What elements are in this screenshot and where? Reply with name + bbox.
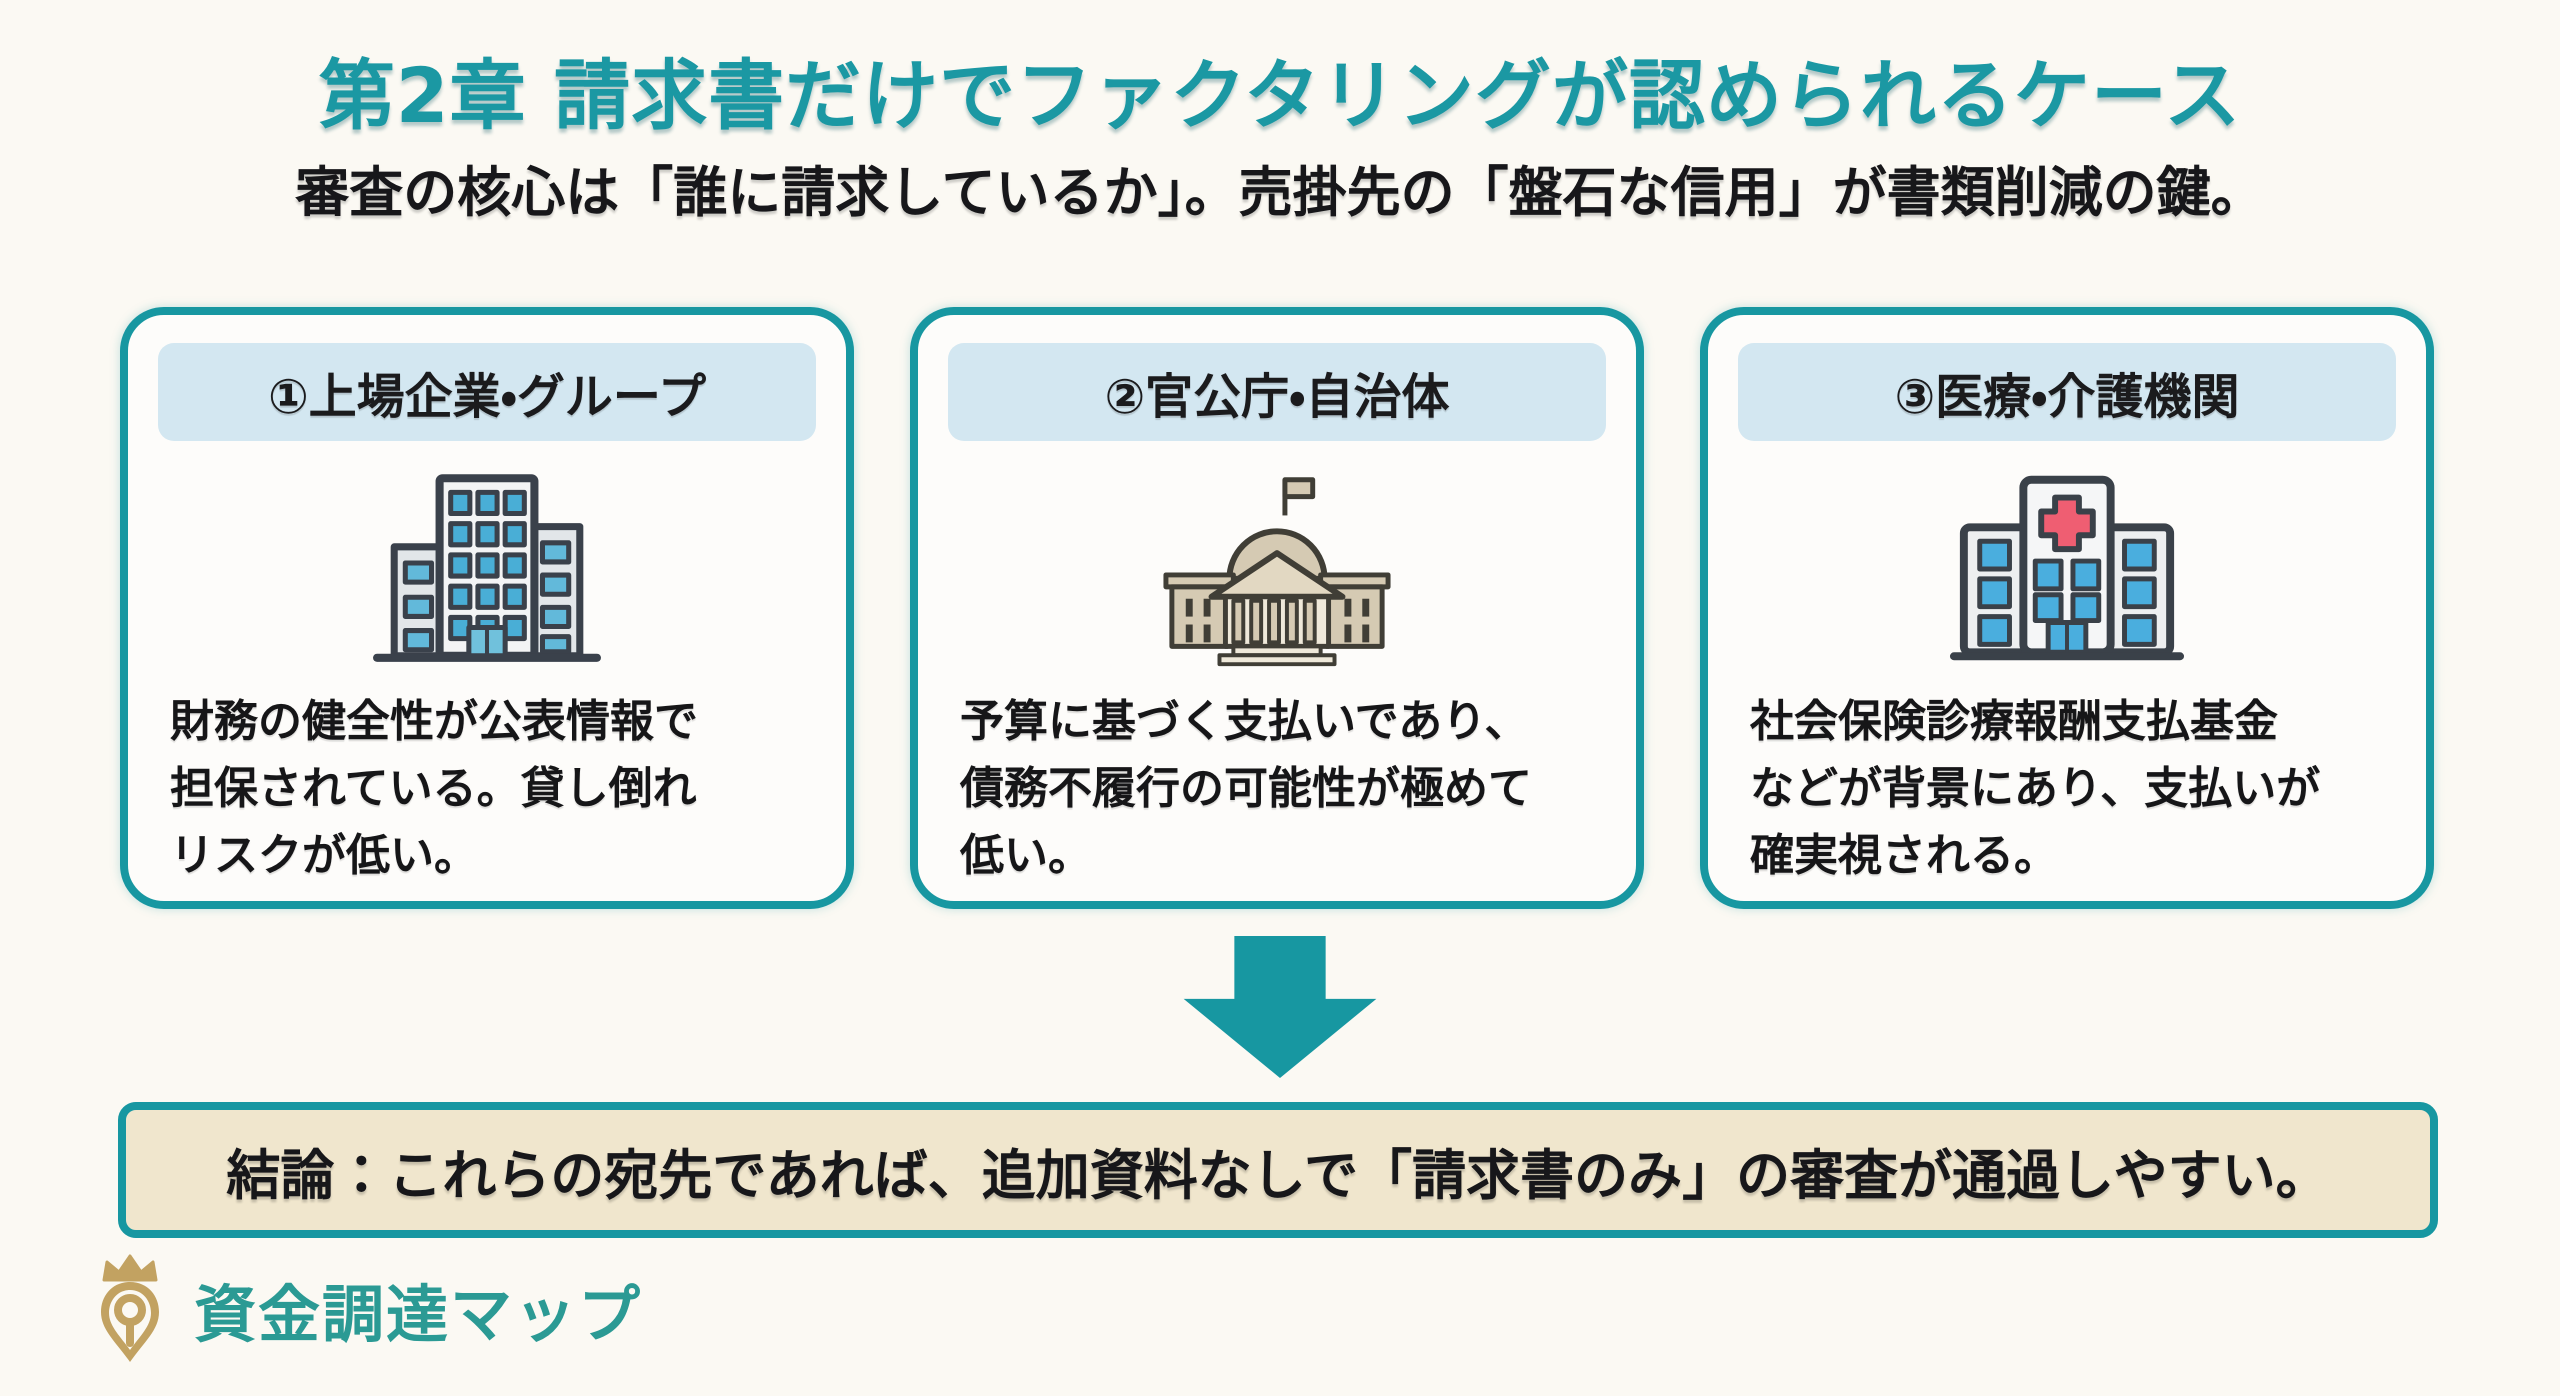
- brand-name: 資金調達マップ: [194, 1278, 643, 1351]
- case-cards-row: ①上場企業・グループ: [120, 307, 2434, 909]
- card-listed-companies-description: 財務の健全性が公表情報で 担保されている。貸し倒れ リスクが低い。: [170, 696, 698, 881]
- card-government-header: ②官公庁・自治体: [948, 343, 1606, 441]
- conclusion-banner: 結論：これらの宛先であれば、追加資料なしで「請求書のみ」の審査が通過しやすい。: [118, 1102, 2438, 1238]
- page-title: 第2章 請求書だけでファクタリングが認められるケース: [318, 51, 2242, 140]
- card-medical-header: ③医療・介護機関: [1738, 343, 2396, 441]
- card-medical-description: 社会保険診療報酬支払基金 などが背景にあり、支払いが 確実視される。: [1750, 696, 2321, 881]
- card-listed-companies-header: ①上場企業・グループ: [158, 343, 816, 441]
- down-arrow-icon: [1183, 936, 1378, 1078]
- page-subtitle: 審査の核心は「誰に請求しているか」。売掛先の「盤石な信用」が書類削減の鍵。: [295, 161, 2265, 224]
- crown-map-pin-icon: [92, 1250, 168, 1368]
- office-building-icon: [128, 463, 846, 671]
- card-medical: ③医療・介護機関: [1700, 307, 2434, 909]
- conclusion-text: 結論：これらの宛先であれば、追加資料なしで「請求書のみ」の審査が通過しやすい。: [226, 1143, 2330, 1207]
- hospital-icon: [1708, 463, 2426, 671]
- government-building-icon: [918, 463, 1636, 671]
- card-listed-companies: ①上場企業・グループ: [120, 307, 854, 909]
- card-government: ②官公庁・自治体: [910, 307, 1644, 909]
- brand-logo: 資金調達マップ: [92, 1250, 642, 1368]
- card-government-description: 予算に基づく支払いであり、 債務不履行の可能性が極めて 低い。: [960, 696, 1532, 881]
